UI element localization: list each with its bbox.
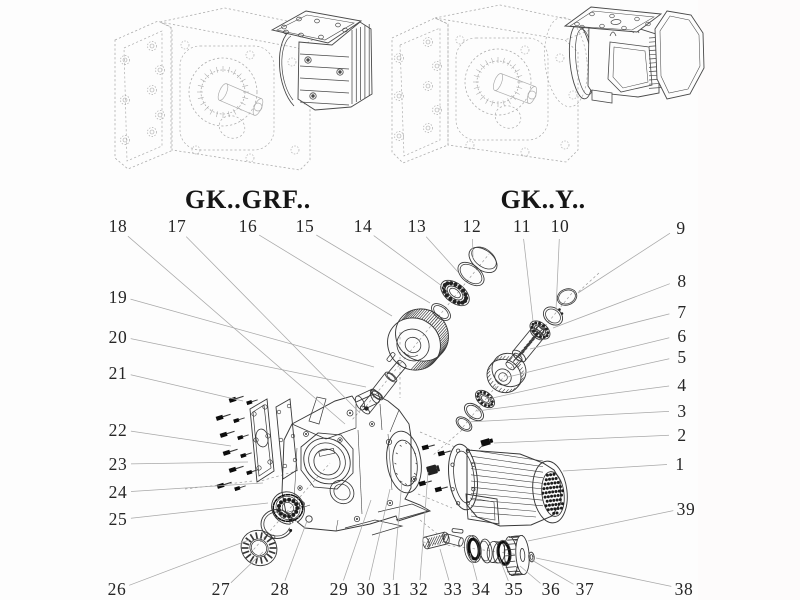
svg-text:25: 25 — [109, 509, 128, 529]
svg-text:2: 2 — [677, 425, 686, 445]
svg-text:38: 38 — [675, 579, 694, 599]
svg-text:15: 15 — [296, 216, 315, 236]
svg-text:30: 30 — [357, 579, 376, 599]
svg-text:22: 22 — [109, 420, 128, 440]
svg-text:GK..GRF..: GK..GRF.. — [185, 185, 311, 214]
svg-text:16: 16 — [239, 216, 258, 236]
svg-text:3: 3 — [677, 401, 686, 421]
svg-text:7: 7 — [677, 302, 686, 322]
svg-text:24: 24 — [109, 482, 128, 502]
svg-text:GK..Y..: GK..Y.. — [501, 185, 586, 214]
svg-text:29: 29 — [330, 579, 349, 599]
svg-text:1: 1 — [675, 454, 684, 474]
svg-text:17: 17 — [168, 216, 187, 236]
svg-text:13: 13 — [408, 216, 427, 236]
svg-text:6: 6 — [677, 326, 686, 346]
svg-text:4: 4 — [677, 375, 686, 395]
svg-text:33: 33 — [444, 579, 463, 599]
svg-text:12: 12 — [463, 216, 482, 236]
svg-text:18: 18 — [109, 216, 128, 236]
svg-text:35: 35 — [505, 579, 524, 599]
svg-text:8: 8 — [677, 271, 686, 291]
svg-text:37: 37 — [576, 579, 595, 599]
svg-text:23: 23 — [109, 454, 128, 474]
svg-text:9: 9 — [676, 218, 685, 238]
svg-text:5: 5 — [677, 347, 686, 367]
svg-text:19: 19 — [109, 287, 128, 307]
svg-text:27: 27 — [212, 579, 231, 599]
svg-text:21: 21 — [109, 363, 128, 383]
svg-text:14: 14 — [354, 216, 373, 236]
svg-text:31: 31 — [383, 579, 402, 599]
svg-text:28: 28 — [271, 579, 290, 599]
svg-text:36: 36 — [542, 579, 561, 599]
svg-text:11: 11 — [513, 216, 531, 236]
svg-text:34: 34 — [472, 579, 491, 599]
svg-text:20: 20 — [109, 327, 128, 347]
svg-text:10: 10 — [551, 216, 570, 236]
svg-text:26: 26 — [108, 579, 127, 599]
svg-text:39: 39 — [677, 499, 696, 519]
svg-text:32: 32 — [410, 579, 429, 599]
